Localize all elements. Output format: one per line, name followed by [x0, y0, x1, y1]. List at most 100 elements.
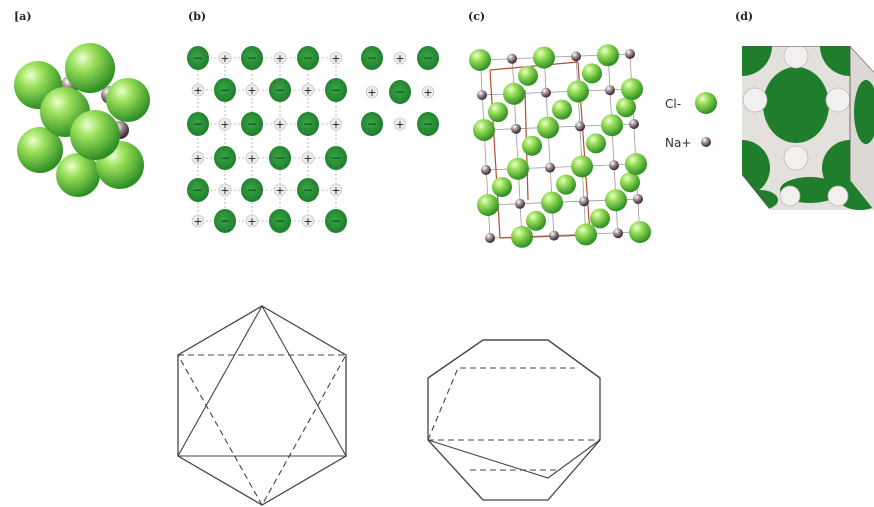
chloride-sphere: [556, 175, 576, 195]
chloride-sphere: [537, 117, 559, 139]
sodium-sphere: [605, 85, 615, 95]
chloride-sphere: [586, 133, 606, 153]
minus-sign: −: [367, 51, 377, 65]
plus-sign: +: [275, 52, 284, 65]
ball-and-stick-lattice: [469, 44, 651, 248]
minus-sign: −: [193, 51, 203, 65]
minus-sign: −: [247, 183, 257, 197]
chloride-sphere: [469, 49, 491, 71]
sodium-sphere: [477, 90, 487, 100]
chloride-sphere: [552, 100, 572, 120]
chloride-sphere: [473, 119, 495, 141]
chloride-sphere: [503, 83, 525, 105]
minus-sign: −: [247, 51, 257, 65]
minus-sign: −: [331, 151, 341, 165]
chloride-sphere: [575, 223, 597, 245]
chloride-sphere: [597, 44, 619, 66]
minus-sign: −: [275, 214, 285, 228]
plus-sign: +: [423, 86, 432, 99]
minus-sign: −: [193, 183, 203, 197]
sodium-sphere: [629, 119, 639, 129]
minus-sign: −: [275, 151, 285, 165]
plus-sign: +: [220, 118, 229, 131]
ion-lattice-2d: − + − + − + + − + − + − − + − + − + + − + − + − − + − + − + + − + − + − − + − +…: [187, 46, 439, 233]
minus-sign: −: [220, 83, 230, 97]
minus-sign: −: [220, 214, 230, 228]
chloride-sphere: [511, 226, 533, 248]
plus-sign: +: [395, 52, 404, 65]
chloride-sphere: [625, 153, 647, 175]
chloride-sphere: [567, 80, 589, 102]
sodium-sphere: [511, 124, 521, 134]
plus-sign: +: [220, 52, 229, 65]
minus-sign: −: [303, 51, 313, 65]
minus-sign: −: [247, 117, 257, 131]
sodium-sphere: [541, 88, 551, 98]
legend-sodium-sphere: [701, 137, 711, 147]
unit-cell-cut-model: [712, 16, 874, 210]
chloride-sphere: [492, 177, 512, 197]
chloride-sphere: [541, 192, 563, 214]
sodium-sphere: [515, 199, 525, 209]
chloride-sphere: [571, 155, 593, 177]
sodium-sphere: [633, 194, 643, 204]
legend-chloride-sphere: [695, 92, 717, 114]
plus-sign: +: [303, 152, 312, 165]
plus-sign: +: [275, 184, 284, 197]
chloride-sphere: [533, 47, 555, 69]
plus-sign: +: [193, 152, 202, 165]
plus-sign: +: [367, 86, 376, 99]
chloride-sphere: [65, 43, 115, 93]
minus-sign: −: [193, 117, 203, 131]
minus-sign: −: [423, 117, 433, 131]
chloride-sphere: [616, 97, 636, 117]
plus-sign: +: [331, 184, 340, 197]
chloride-sphere: [70, 110, 120, 160]
plus-sign: +: [193, 84, 202, 97]
chloride-sphere: [620, 172, 640, 192]
sodium-sphere: [575, 121, 585, 131]
sodium-sphere: [549, 231, 559, 241]
plus-sign: +: [247, 152, 256, 165]
chloride-sphere: [526, 211, 546, 231]
plus-sign: +: [303, 84, 312, 97]
chloride-sphere: [507, 158, 529, 180]
sodium-sphere: [485, 233, 495, 243]
minus-sign: −: [395, 85, 405, 99]
plus-sign: +: [247, 215, 256, 228]
minus-sign: −: [331, 83, 341, 97]
plus-sign: +: [303, 215, 312, 228]
chloride-sphere: [488, 102, 508, 122]
plus-sign: +: [220, 184, 229, 197]
chloride-sphere: [522, 136, 542, 156]
minus-sign: −: [303, 183, 313, 197]
plus-sign: +: [331, 52, 340, 65]
chloride-sphere: [518, 66, 538, 86]
chloride-sphere: [621, 78, 643, 100]
sodium-sphere: [613, 228, 623, 238]
minus-sign: −: [303, 117, 313, 131]
sodium-sphere: [481, 165, 491, 175]
sodium-sphere: [625, 49, 635, 59]
sodium-sphere: [507, 54, 517, 64]
plus-sign: +: [331, 118, 340, 131]
hexagon-star-outline: [178, 306, 346, 505]
chloride-sphere: [605, 189, 627, 211]
plus-sign: +: [247, 84, 256, 97]
plus-sign: +: [275, 118, 284, 131]
minus-sign: −: [331, 214, 341, 228]
sodium-sphere: [609, 160, 619, 170]
sodium-sphere: [571, 51, 581, 61]
chloride-sphere: [590, 208, 610, 228]
chloride-sphere: [629, 221, 651, 243]
minus-sign: −: [367, 117, 377, 131]
minus-sign: −: [275, 83, 285, 97]
minus-sign: −: [423, 51, 433, 65]
plus-sign: +: [193, 215, 202, 228]
sodium-sphere: [579, 196, 589, 206]
chloride-sphere: [601, 114, 623, 136]
chloride-sphere: [477, 194, 499, 216]
chloride-sphere: [582, 63, 602, 83]
truncated-polygon-outline: [428, 340, 600, 500]
